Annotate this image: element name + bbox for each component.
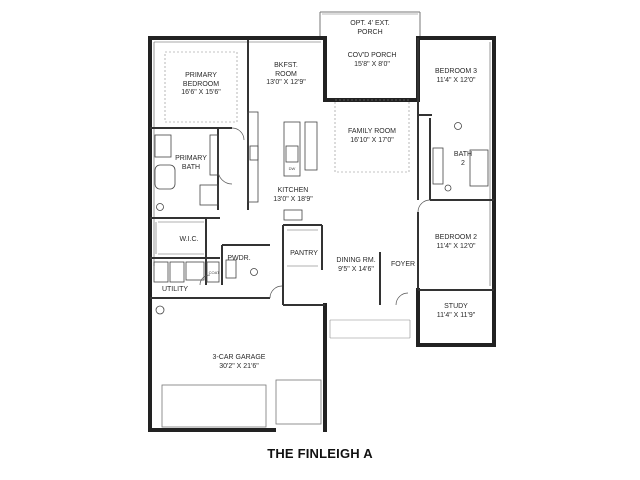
covd-porch-label: COV'D PORCH 15'8" X 8'0"	[348, 52, 397, 69]
garage-name: 3-CAR GARAGE	[212, 354, 266, 361]
bkfst-dim: 13'0" X 12'9"	[266, 79, 306, 86]
primary-bedroom-dim: 16'6" X 15'6"	[181, 89, 221, 96]
kitchen-fixtures	[247, 111, 318, 221]
plan-title: THE FINLEIGH A	[267, 446, 373, 461]
bkfst-label: BKFST. ROOM 13'0" X 12'9"	[266, 62, 306, 88]
bedroom3-label: BEDROOM 3 11'4" X 12'0"	[435, 68, 477, 85]
utility-fixtures	[153, 261, 220, 315]
study-dim: 11'4" X 11'9"	[436, 311, 476, 319]
garage-dim: 30'2" X 21'6"	[219, 362, 259, 370]
coat-label: COAT	[208, 270, 220, 275]
covd-porch-name: COV'D PORCH	[347, 52, 397, 59]
foyer-name: FOYER	[390, 261, 416, 268]
bath-fixtures	[154, 122, 489, 211]
primary-bedroom-name2: BEDROOM	[182, 80, 220, 88]
opt-porch-label: OPT. 4' EXT. PORCH	[350, 20, 389, 37]
primary-bath-name: PRIMARY	[175, 155, 207, 162]
dw-label: DW	[288, 166, 296, 171]
bedroom3-name: BEDROOM 3	[434, 68, 478, 75]
garage-doors	[161, 379, 322, 428]
bkfst-name: BKFST.	[274, 62, 298, 69]
foyer-label: FOYER	[391, 261, 415, 270]
kitchen-name: KITCHEN	[277, 187, 309, 194]
bedroom2-dim: 11'4" X 12'0"	[436, 242, 476, 250]
family-room-label: FAMILY ROOM 16'10" X 17'0"	[348, 128, 396, 145]
primary-bath-label: PRIMARY BATH	[175, 155, 207, 172]
garage-label: 3-CAR GARAGE 30'2" X 21'6"	[213, 354, 266, 371]
pantry-name: PANTRY	[290, 250, 318, 257]
wic-label: W.I.C.	[179, 236, 198, 245]
family-room-name: FAMILY ROOM	[348, 128, 396, 135]
wic-name: W.I.C.	[179, 236, 199, 243]
bedroom2-label: BEDROOM 2 11'4" X 12'0"	[435, 234, 477, 251]
bkfst-name2: ROOM	[275, 70, 297, 78]
dining-dim: 9'5" X 14'6"	[338, 265, 374, 273]
bath2-name: BATH	[453, 151, 473, 158]
primary-bedroom-ceiling	[164, 51, 238, 123]
bath2-name2: 2	[461, 159, 465, 167]
primary-bedroom-name: PRIMARY	[185, 72, 217, 79]
bedroom2-name: BEDROOM 2	[434, 234, 478, 241]
wic-fixtures	[155, 221, 204, 255]
dining-name: DINING RM.	[336, 257, 376, 264]
opt-porch-name: OPT. 4' EXT.	[350, 20, 390, 27]
kitchen-dim: 13'0" X 18'9"	[273, 195, 313, 203]
utility-label: UTILITY	[162, 286, 188, 295]
doors	[199, 127, 431, 306]
study-label: STUDY 11'4" X 11'9"	[437, 303, 476, 320]
pantry-label: PANTRY	[290, 250, 318, 259]
dining-label: DINING RM. 9'5" X 14'6"	[336, 257, 375, 274]
family-room-ceiling	[334, 99, 410, 173]
bedroom3-dim: 11'4" X 12'0"	[436, 76, 476, 84]
powder-fixtures	[225, 259, 258, 279]
covd-porch-dim: 15'8" X 8'0"	[354, 60, 390, 68]
pwdr-name: PWDR.	[227, 255, 251, 262]
utility-name: UTILITY	[161, 286, 189, 293]
primary-bedroom-label: PRIMARY BEDROOM 16'6" X 15'6"	[181, 72, 221, 98]
opt-porch-dim: PORCH	[357, 28, 383, 36]
family-room-dim: 16'10" X 17'0"	[350, 136, 394, 144]
study-name: STUDY	[444, 303, 468, 310]
front-walk	[329, 319, 411, 339]
pwdr-label: PWDR.	[227, 255, 250, 264]
optional-porch	[319, 11, 421, 40]
primary-bath-name2: BATH	[181, 163, 201, 171]
pantry-shelves	[287, 229, 318, 267]
exterior-wall-inner-lines	[153, 41, 491, 286]
bath2-label: BATH 2	[454, 151, 472, 168]
kitchen-label: KITCHEN 13'0" X 18'9"	[273, 187, 313, 204]
